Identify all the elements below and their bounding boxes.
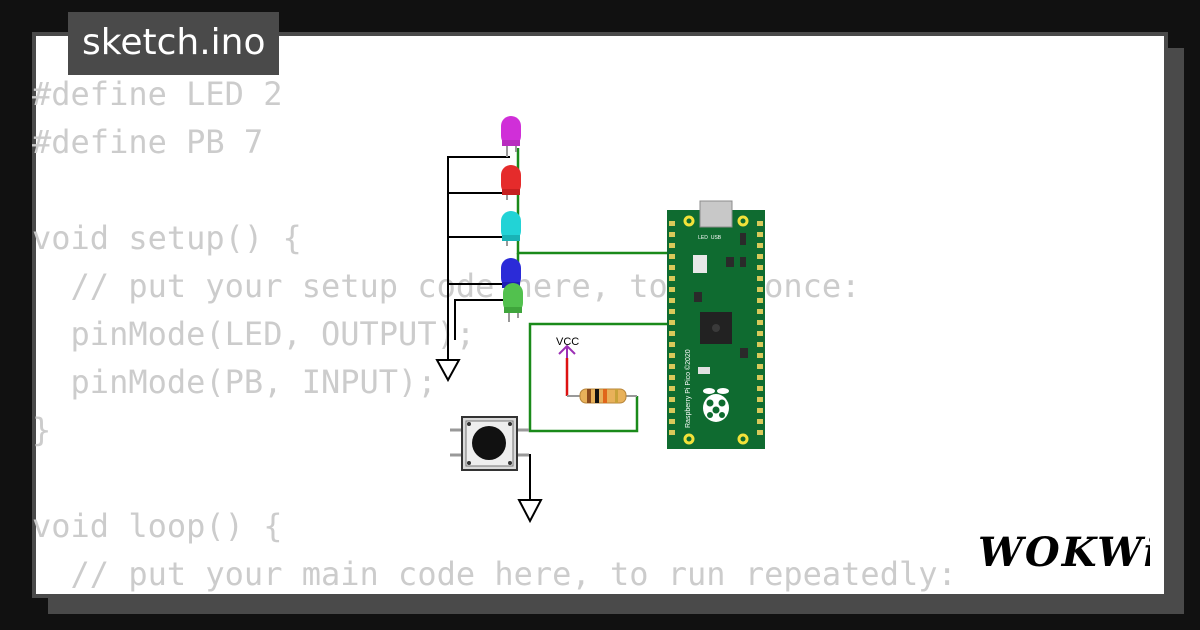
usb-connector [699,200,733,228]
bootsel-button [693,255,707,273]
led-green[interactable] [503,283,523,322]
board-component [726,257,734,267]
pin-pads-right [757,221,763,435]
board-component [740,233,746,245]
wokwi-logo-text: WOKWi [978,529,1150,576]
led-red[interactable] [501,165,521,200]
wokwi-logo[interactable]: WOKWi [978,528,1150,576]
resistor[interactable] [567,388,637,404]
board-label: Raspberry Pi Pico ©2020 [684,349,692,428]
code-line: // put your main code here, to run repea… [32,555,957,593]
board-component [740,348,748,358]
led-cyan[interactable] [501,211,521,246]
vcc-symbol: VCC [556,336,579,358]
code-line: void setup() { [32,219,302,257]
pushbutton[interactable] [450,416,529,471]
code-line: #define LED 2 [32,75,283,113]
code-line: } [32,411,52,449]
mounting-hole-centers [686,218,746,442]
ground-symbol-icon [435,359,461,383]
vcc-label: VCC [556,336,579,348]
chip-logo-icon [712,324,720,332]
ground-symbol-icon [517,499,543,524]
raspberry-logo-icon [703,388,729,422]
preview-card [32,32,1168,598]
code-line: void loop() { [32,507,283,545]
code-line: pinMode(LED, OUTPUT); [32,315,476,353]
code-line: #define PB 7 [32,123,264,161]
file-name-tab[interactable]: sketch.ino [68,12,280,75]
led-pin-label: LED [698,235,708,241]
pin-pads-left [669,221,675,435]
led-magenta[interactable] [501,116,521,157]
board-component [698,367,710,374]
board-component [740,257,746,267]
code-line: // put your setup code here, to run once… [32,267,861,305]
code-line: pinMode(PB, INPUT); [32,363,437,401]
pico-board[interactable]: USB LED Raspberry Pi Pico ©2020 [667,200,765,449]
usb-label: USB [711,235,722,241]
board-component [694,292,702,302]
